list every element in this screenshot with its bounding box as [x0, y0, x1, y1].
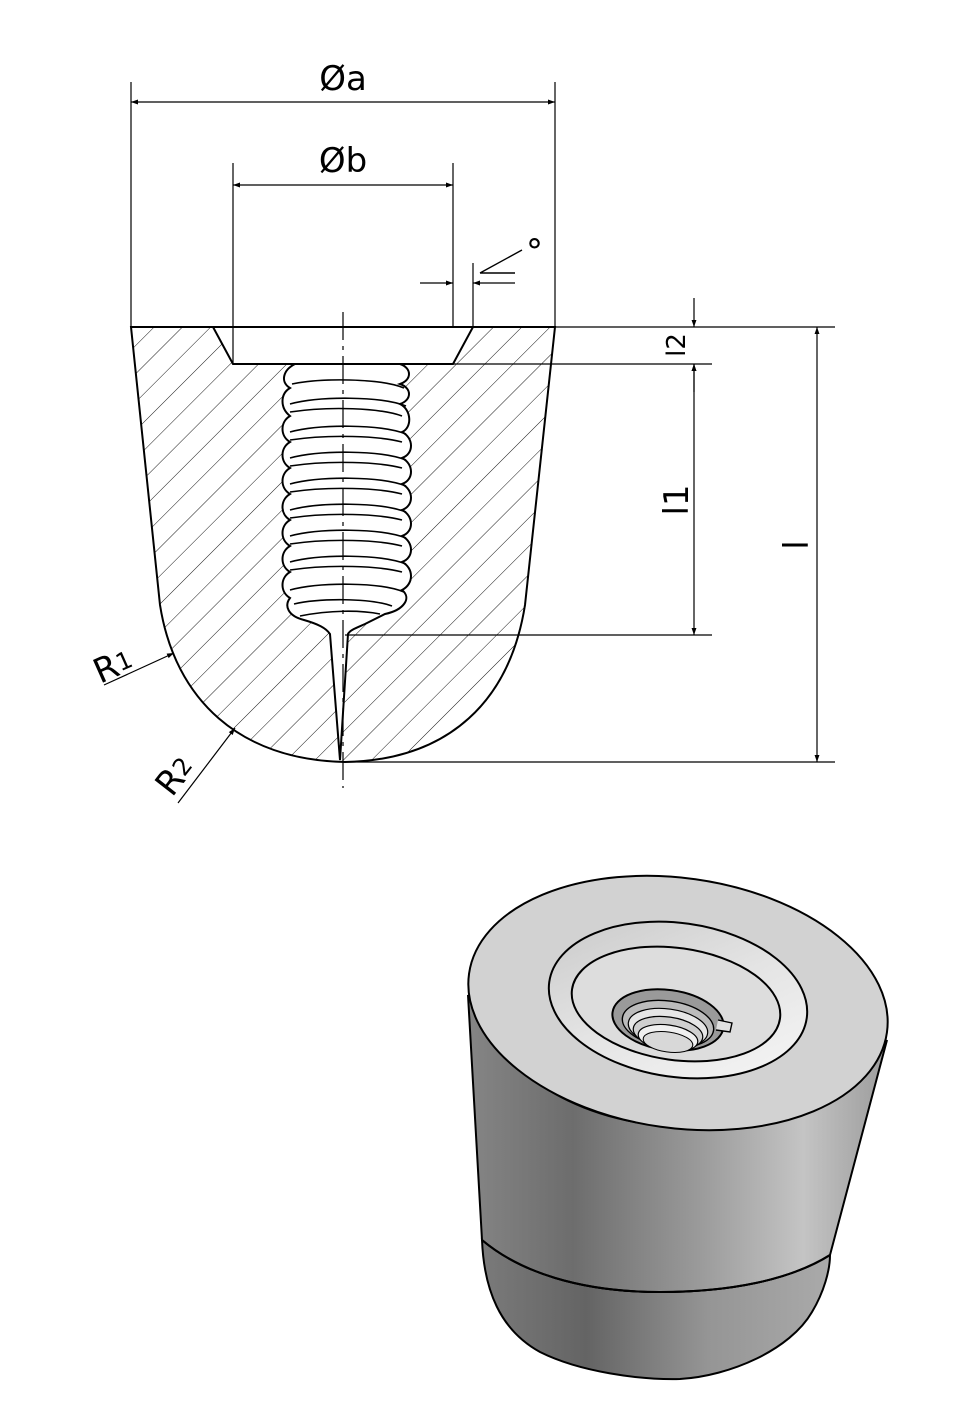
- leader-r2: [177, 727, 236, 804]
- iso-ring-line: [481, 1239, 831, 1294]
- extension-lines: [130, 82, 835, 763]
- dimension-lines: [103, 99, 820, 804]
- thread-crests: [289, 379, 407, 617]
- section-view: Øa Øb ° l2 l1 l R1 R2: [87, 59, 835, 804]
- label-angle: °: [526, 232, 543, 272]
- label-dia-b: Øb: [319, 141, 367, 181]
- iso-view: [467, 874, 889, 1381]
- svg-text:R2: R2: [148, 748, 203, 803]
- label-l1: l1: [657, 484, 697, 515]
- label-r2: R2: [148, 748, 203, 804]
- iso-threaded-hole: [611, 988, 733, 1053]
- angle-symbol: [479, 249, 523, 274]
- leader-r1: [103, 652, 175, 686]
- label-dia-a: Øa: [319, 59, 367, 99]
- label-l2: l2: [662, 333, 692, 357]
- svg-text:R1: R1: [87, 640, 139, 692]
- label-l: l: [777, 540, 817, 549]
- label-r1: R1: [87, 640, 139, 692]
